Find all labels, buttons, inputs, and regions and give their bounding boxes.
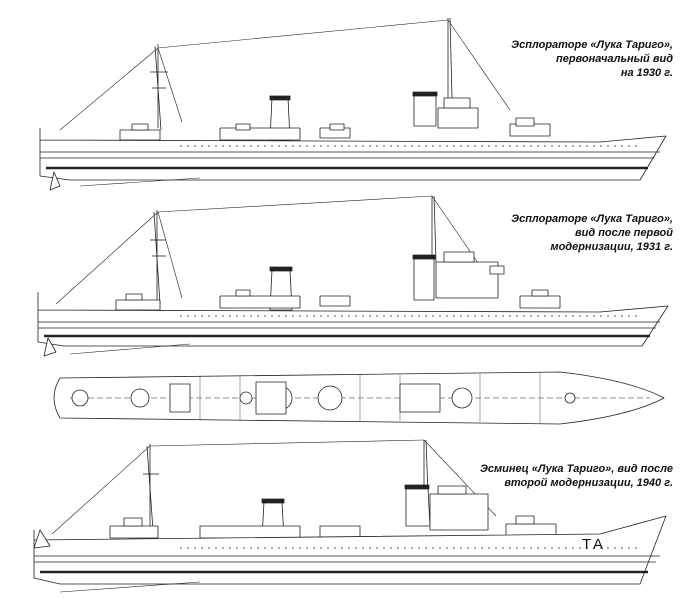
hull-1930 <box>39 128 667 191</box>
profile-1931 <box>37 195 669 357</box>
caption-1930: Эсплораторе «Лука Тариго», первоначальны… <box>511 38 673 80</box>
rigging-1930 <box>59 19 511 131</box>
foremast-1931 <box>150 210 166 305</box>
deck-plan <box>53 371 665 425</box>
caption-1930-line3: на 1930 г. <box>620 67 673 79</box>
superstructure-1931 <box>115 251 561 311</box>
caption-1931-line1: Эсплораторе «Лука Тариго», <box>511 213 673 225</box>
hull-1931 <box>37 292 669 357</box>
plan-fittings <box>71 381 576 415</box>
profile-1940 <box>33 439 667 593</box>
superstructure-1940 <box>109 485 557 539</box>
caption-1931: Эсплораторе «Лука Тариго», вид после пер… <box>511 212 673 254</box>
caption-1931-line3: модернизации, 1931 г. <box>550 241 673 253</box>
foremast-1940 <box>143 444 159 531</box>
caption-1940-line2: второй модернизации, 1940 г. <box>504 477 673 489</box>
hull-1940 <box>33 515 667 593</box>
profile-1930 <box>39 17 667 191</box>
caption-1930-line2: первоначальный вид <box>555 53 673 65</box>
caption-1940-line1: Эсминец «Лука Тариго», вид после <box>479 463 673 475</box>
mainmast-1931 <box>431 195 437 263</box>
caption-1930-line1: Эсплораторе «Лука Тариго», <box>511 39 673 51</box>
superstructure-1930 <box>119 97 551 141</box>
foremast-1930 <box>150 44 168 131</box>
caption-1940: Эсминец «Лука Тариго», вид после второй … <box>480 462 673 490</box>
mainmast-1930 <box>447 17 453 99</box>
hull-marking: TA <box>582 536 607 553</box>
caption-1931-line2: вид после первой <box>574 227 673 239</box>
